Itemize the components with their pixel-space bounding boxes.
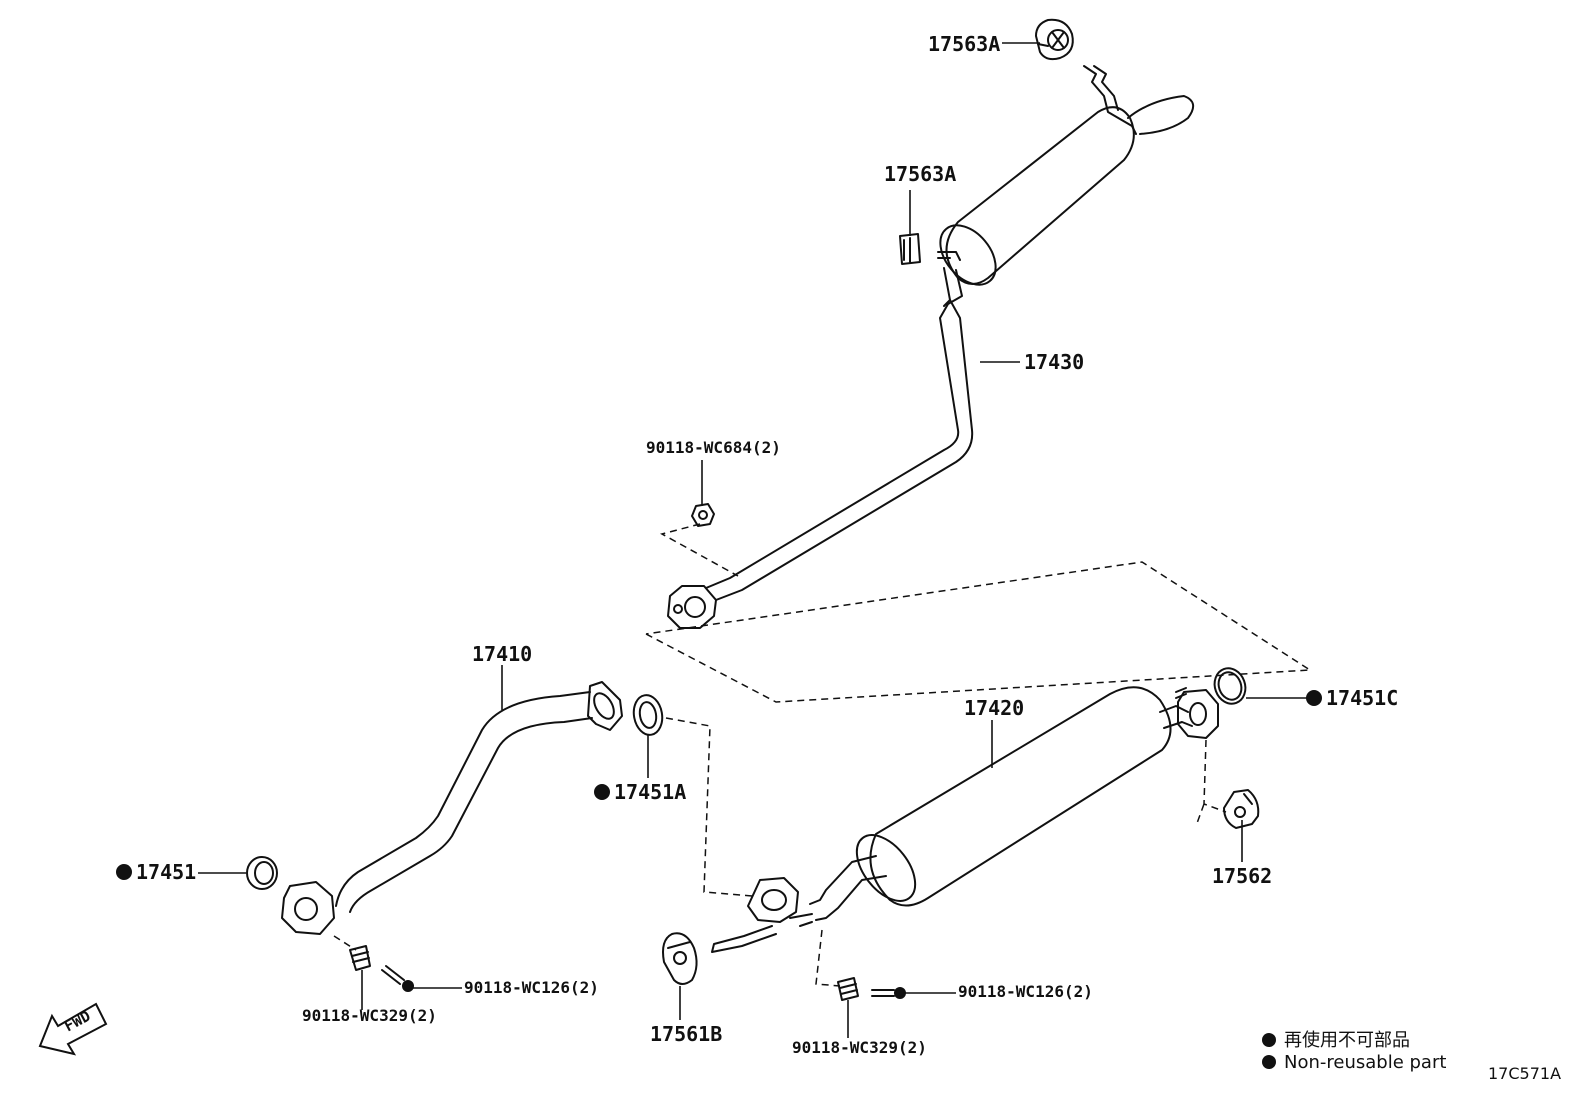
callout-17430: 17430: [1024, 350, 1085, 374]
hanger-17562: [1223, 789, 1260, 829]
callout-17561B: 17561B: [650, 1022, 723, 1046]
non-reusable-dot-icon: [116, 864, 132, 880]
spring-90118-WC329-right: [837, 977, 859, 1001]
callout-17451C-text: 17451C: [1326, 686, 1399, 710]
legend-line-1: 再使用不可部品: [1262, 1026, 1410, 1052]
assembly-guide-lines: [333, 523, 1313, 987]
bolt-90118-WC126-left: [381, 965, 414, 992]
tail-muffler: [939, 65, 1195, 286]
callout-90118-WC126-right: 90118-WC126(2): [958, 982, 1093, 1001]
callout-90118-WC329-left: 90118-WC329(2): [302, 1006, 437, 1025]
hanger-insulator-17563A-mid: [899, 233, 961, 265]
callout-17563A-top: 17563A: [928, 32, 1001, 56]
callout-17562: 17562: [1212, 864, 1273, 888]
callout-17451: 17451: [116, 862, 196, 882]
gasket-17451: [246, 856, 278, 890]
non-reusable-dot-icon: [1262, 1055, 1276, 1069]
non-reusable-dot-icon: [1262, 1033, 1276, 1047]
bolt-90118-WC126-right: [871, 987, 906, 999]
callout-17451A: 17451A: [594, 782, 686, 802]
legend-english-text: Non-reusable part: [1284, 1052, 1447, 1073]
callout-17410: 17410: [472, 642, 533, 666]
diagram-code: 17C571A: [1488, 1064, 1562, 1083]
callout-17563A-mid: 17563A: [884, 162, 957, 186]
callout-90118-WC684: 90118-WC684(2): [646, 438, 781, 457]
front-pipe-17410: [281, 681, 623, 935]
leader-lines: [198, 42, 1312, 1038]
legend-japanese-text: 再使用不可部品: [1284, 1030, 1410, 1051]
non-reusable-dot-icon: [594, 784, 610, 800]
nut-90118-WC684: [691, 503, 715, 527]
gasket-17451C: [1213, 667, 1247, 705]
hanger-insulator-17563A-top: [1035, 18, 1074, 61]
center-muffler-17420: [711, 686, 1219, 953]
callout-90118-WC329-right: 90118-WC329(2): [792, 1038, 927, 1057]
hanger-17561B: [662, 932, 698, 985]
center-pipe-17430: [667, 267, 974, 629]
non-reusable-dot-icon: [1306, 690, 1322, 706]
fwd-arrow-icon: [38, 1002, 108, 1056]
callout-17451-text: 17451: [136, 860, 197, 884]
spring-90118-WC329-left: [349, 945, 371, 971]
gasket-17451A: [632, 694, 664, 736]
callout-17420: 17420: [964, 696, 1025, 720]
callout-90118-WC126-left: 90118-WC126(2): [464, 978, 599, 997]
callout-17451A-text: 17451A: [614, 780, 687, 804]
callout-17451C: 17451C: [1306, 688, 1398, 708]
legend-line-2: Non-reusable part: [1262, 1052, 1446, 1073]
